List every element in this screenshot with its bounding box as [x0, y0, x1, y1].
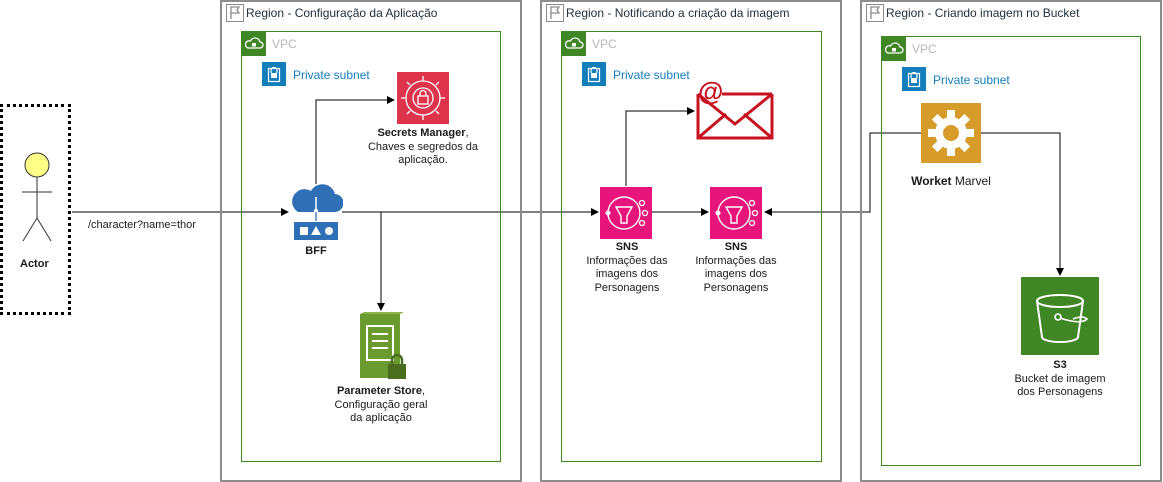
- subnet-label: Private subnet: [933, 73, 1010, 87]
- parameter-store-desc: Configuração geral: [334, 398, 428, 411]
- subnet-lock-icon: [902, 67, 926, 91]
- worker-caption: Worket Marvel: [911, 174, 991, 188]
- actor-label: Actor: [20, 258, 49, 270]
- sns-icon[interactable]: [600, 187, 652, 239]
- actor-box[interactable]: [0, 104, 71, 315]
- subnet-label: Private subnet: [613, 68, 690, 82]
- s3-desc: Bucket de imagem: [1014, 372, 1106, 385]
- bff-api-icon[interactable]: [289, 181, 343, 243]
- sns-name: SNS: [615, 241, 639, 253]
- region-title: Region - Criando imagem no Bucket: [886, 6, 1080, 20]
- sns-icon[interactable]: [710, 187, 762, 239]
- s3-bucket-icon[interactable]: [1021, 277, 1099, 355]
- vpc-cloud-icon: [882, 37, 906, 61]
- request-path-label: /character?name=thor: [88, 219, 196, 231]
- region-criando-imagem: Region - Criando imagem no Bucket: [860, 0, 1162, 482]
- actor-figure-icon: [22, 152, 52, 242]
- edge-worker-s3: [981, 132, 1064, 276]
- parameter-store-caption: Parameter Store, Configuração geral da a…: [334, 385, 428, 424]
- email-icon[interactable]: @: [696, 72, 776, 140]
- edge-bff-secrets: [315, 96, 395, 184]
- region-flag-icon: [226, 4, 244, 22]
- sns-caption-2: SNS Informações das imagens dos Personag…: [695, 241, 777, 294]
- vpc-label: VPC: [912, 42, 937, 56]
- vpc-label: VPC: [592, 37, 617, 51]
- subnet-lock-icon: [262, 62, 286, 86]
- bff-caption: BFF: [305, 245, 327, 257]
- region-flag-icon: [866, 4, 884, 22]
- subnet-label: Private subnet: [293, 68, 370, 82]
- edge-worker-sns2: [764, 132, 921, 216]
- secrets-manager-caption: Secrets Manager, Chaves e segredos da ap…: [367, 127, 479, 166]
- region-configuracao: Region - Configuração da Aplicação: [220, 0, 522, 482]
- subnet-lock-icon: [582, 62, 606, 86]
- s3-caption: S3 Bucket de imagem dos Personagens: [1014, 359, 1106, 398]
- svg-text:@: @: [698, 76, 723, 106]
- region-title: Region - Notificando a criação da imagem: [566, 6, 790, 20]
- region-title: Region - Configuração da Aplicação: [246, 6, 438, 20]
- s3-name: S3: [1053, 359, 1067, 371]
- worker-name: Worket: [911, 174, 952, 188]
- vpc-cloud-icon: [562, 32, 586, 56]
- sns-name: SNS: [724, 241, 748, 253]
- vpc-label: VPC: [272, 37, 297, 51]
- vpc-cloud-icon: [242, 32, 266, 56]
- worker-gear-icon[interactable]: [921, 103, 981, 163]
- sns-caption-1: SNS Informações das imagens dos Personag…: [586, 241, 668, 294]
- region-notificando: Region - Notificando a criação da imagem: [540, 0, 842, 482]
- vpc-notificando: VPC: [561, 31, 822, 462]
- secrets-manager-name: Secrets Manager: [377, 127, 466, 139]
- edge-sns1-email: [625, 107, 695, 186]
- region-flag-icon: [546, 4, 564, 22]
- secrets-manager-icon[interactable]: [397, 72, 449, 124]
- vpc-criando-imagem: VPC: [881, 36, 1141, 466]
- secrets-manager-desc: Chaves e segredos da: [367, 140, 479, 153]
- parameter-store-name: Parameter Store: [336, 385, 422, 397]
- parameter-store-icon[interactable]: [356, 312, 410, 382]
- vpc-configuracao: VPC: [241, 31, 501, 462]
